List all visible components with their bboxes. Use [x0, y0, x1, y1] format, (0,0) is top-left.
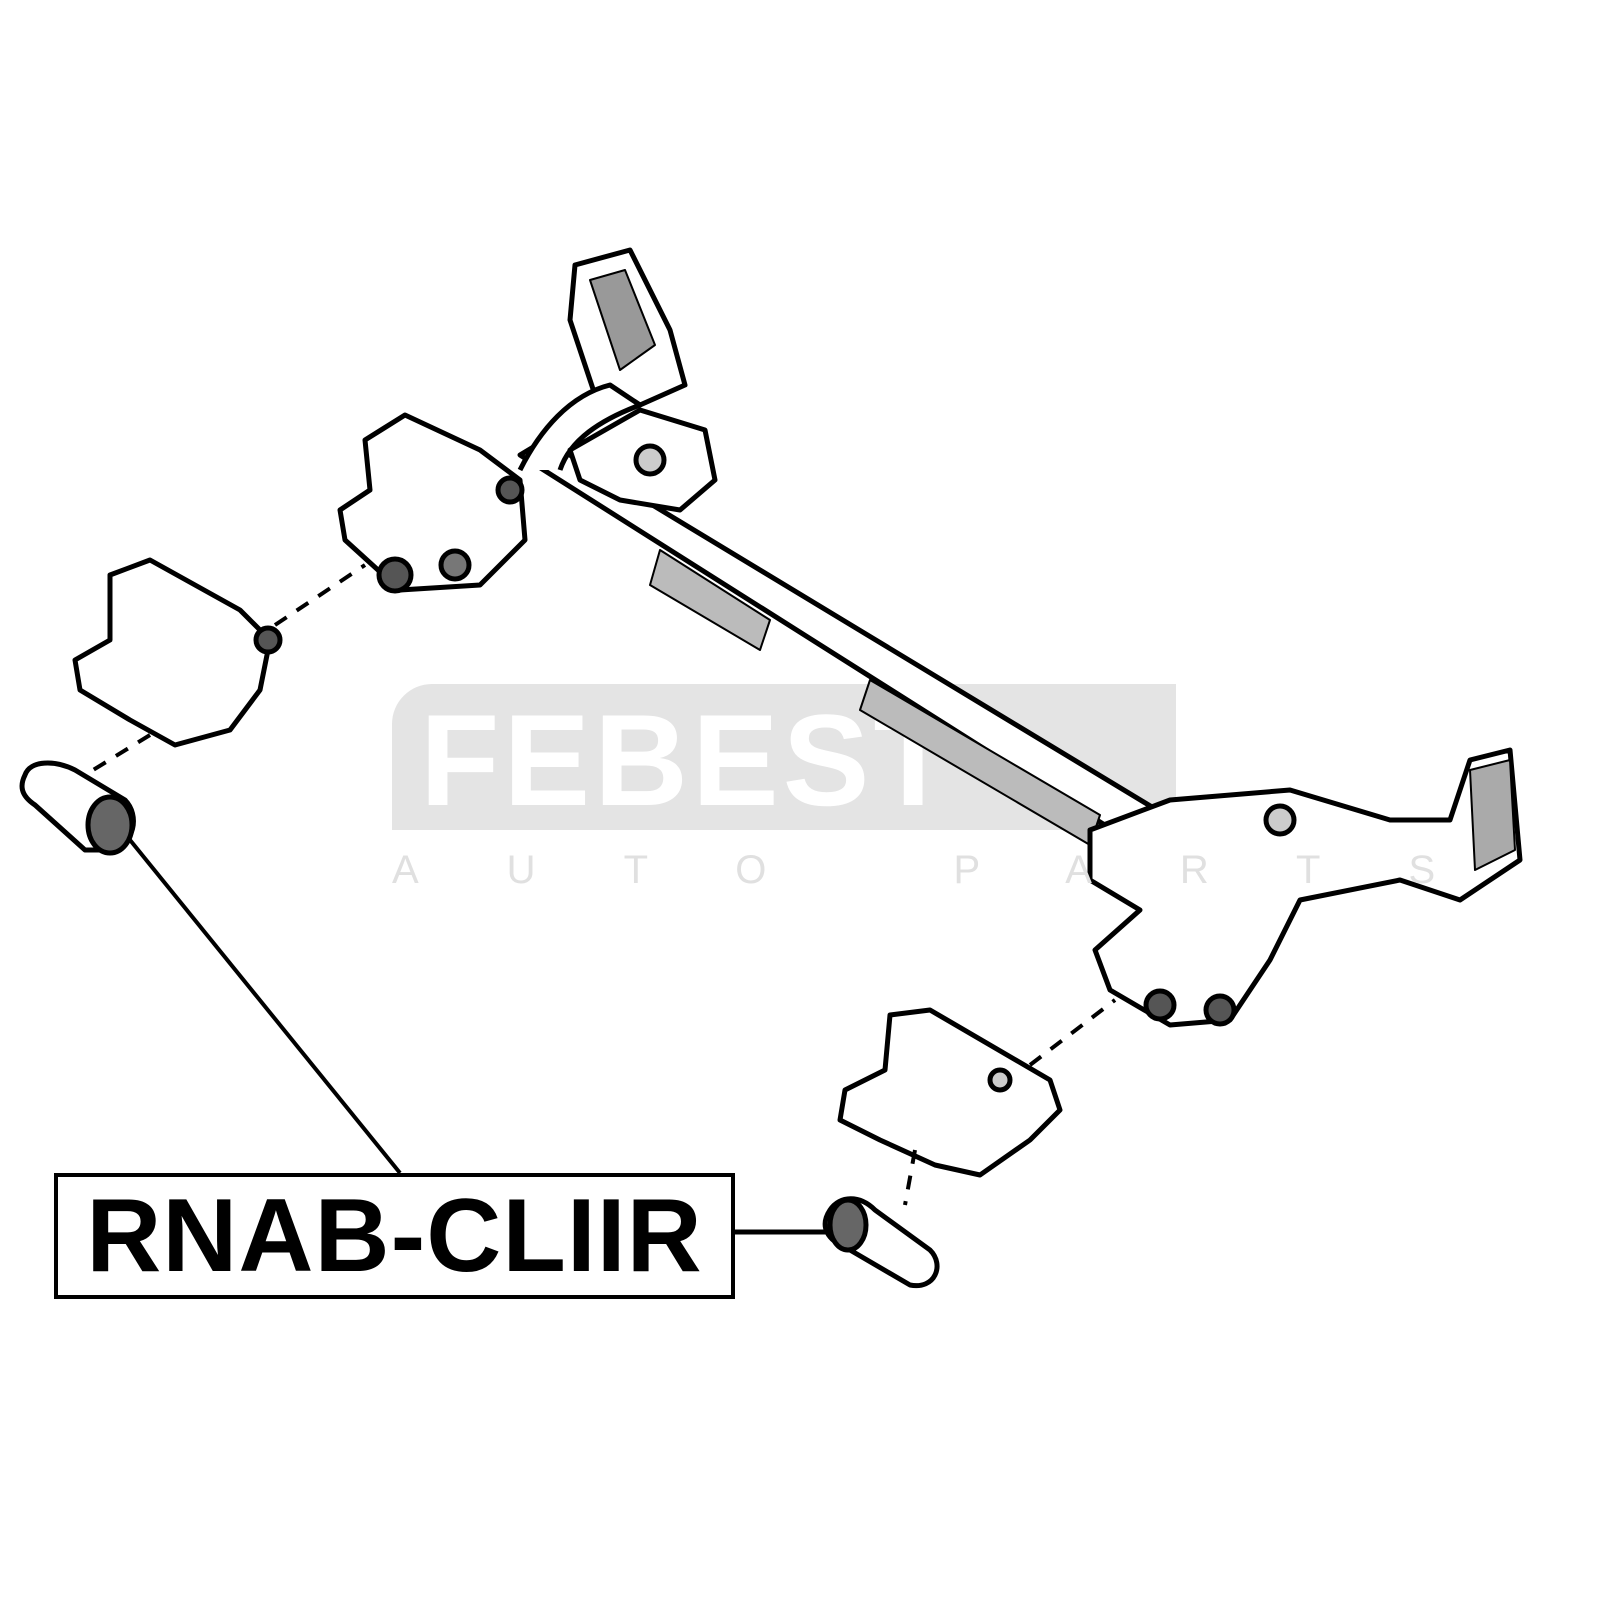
- left-beam-mount: [337, 412, 528, 594]
- assembly-lines: [83, 563, 1117, 1206]
- right-bushing-part: [822, 1196, 940, 1289]
- watermark-subtitle: AUTO PARTS: [392, 848, 1524, 892]
- part-number-label: RNAB-CLIIR: [54, 1173, 735, 1299]
- leader-line-left: [128, 838, 402, 1175]
- top-mount: [517, 247, 718, 513]
- left-bushing-part: [19, 760, 136, 856]
- axle-beam: [517, 437, 1193, 863]
- left-bracket: [72, 557, 283, 748]
- part-number-text: RNAB-CLIIR: [86, 1177, 703, 1294]
- right-trailing-arm: [1087, 747, 1523, 1028]
- right-bracket: [837, 1007, 1063, 1178]
